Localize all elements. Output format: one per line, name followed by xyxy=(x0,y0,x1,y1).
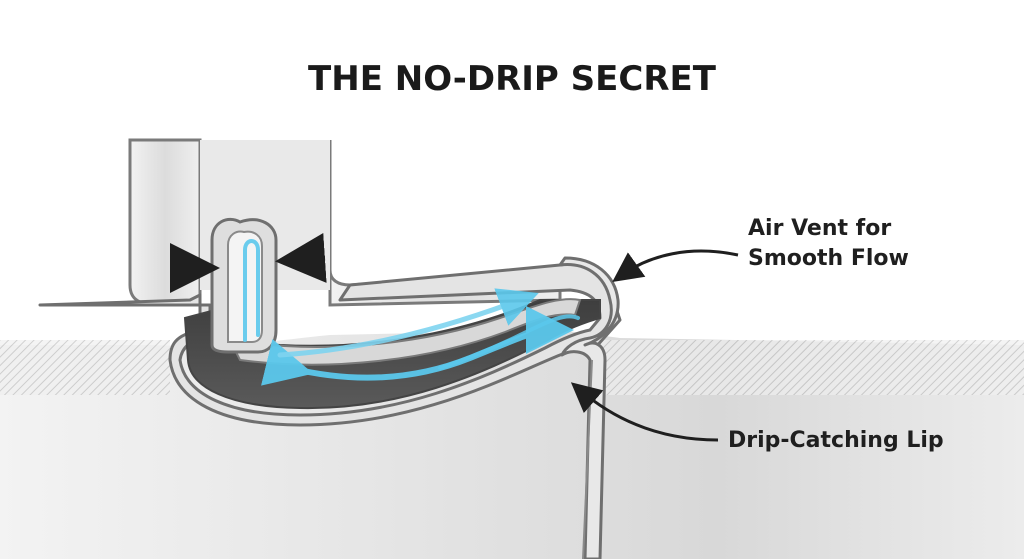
diagram-title: THE NO-DRIP SECRET xyxy=(308,59,717,99)
air-vent-callout-line1: Air Vent for xyxy=(748,216,892,241)
air-vent-callout-line2: Smooth Flow xyxy=(748,246,909,271)
flow-arrow-return xyxy=(438,314,580,370)
left-wall-hatch xyxy=(0,340,170,400)
air-vent-callout: Air Vent for Smooth Flow xyxy=(748,214,909,274)
drip-lip-callout-text: Drip-Catching Lip xyxy=(728,428,944,453)
drip-lip-leader-arrow xyxy=(570,382,719,442)
drip-lip-callout: Drip-Catching Lip xyxy=(728,426,944,456)
spout-neck xyxy=(128,138,202,307)
right-wall-hatch xyxy=(600,340,1024,400)
pinch-arrow-right xyxy=(275,233,327,283)
flow-arrow-upper xyxy=(277,288,539,358)
air-vent-leader-arrow xyxy=(612,249,739,282)
flow-arrow-tube xyxy=(243,239,260,342)
